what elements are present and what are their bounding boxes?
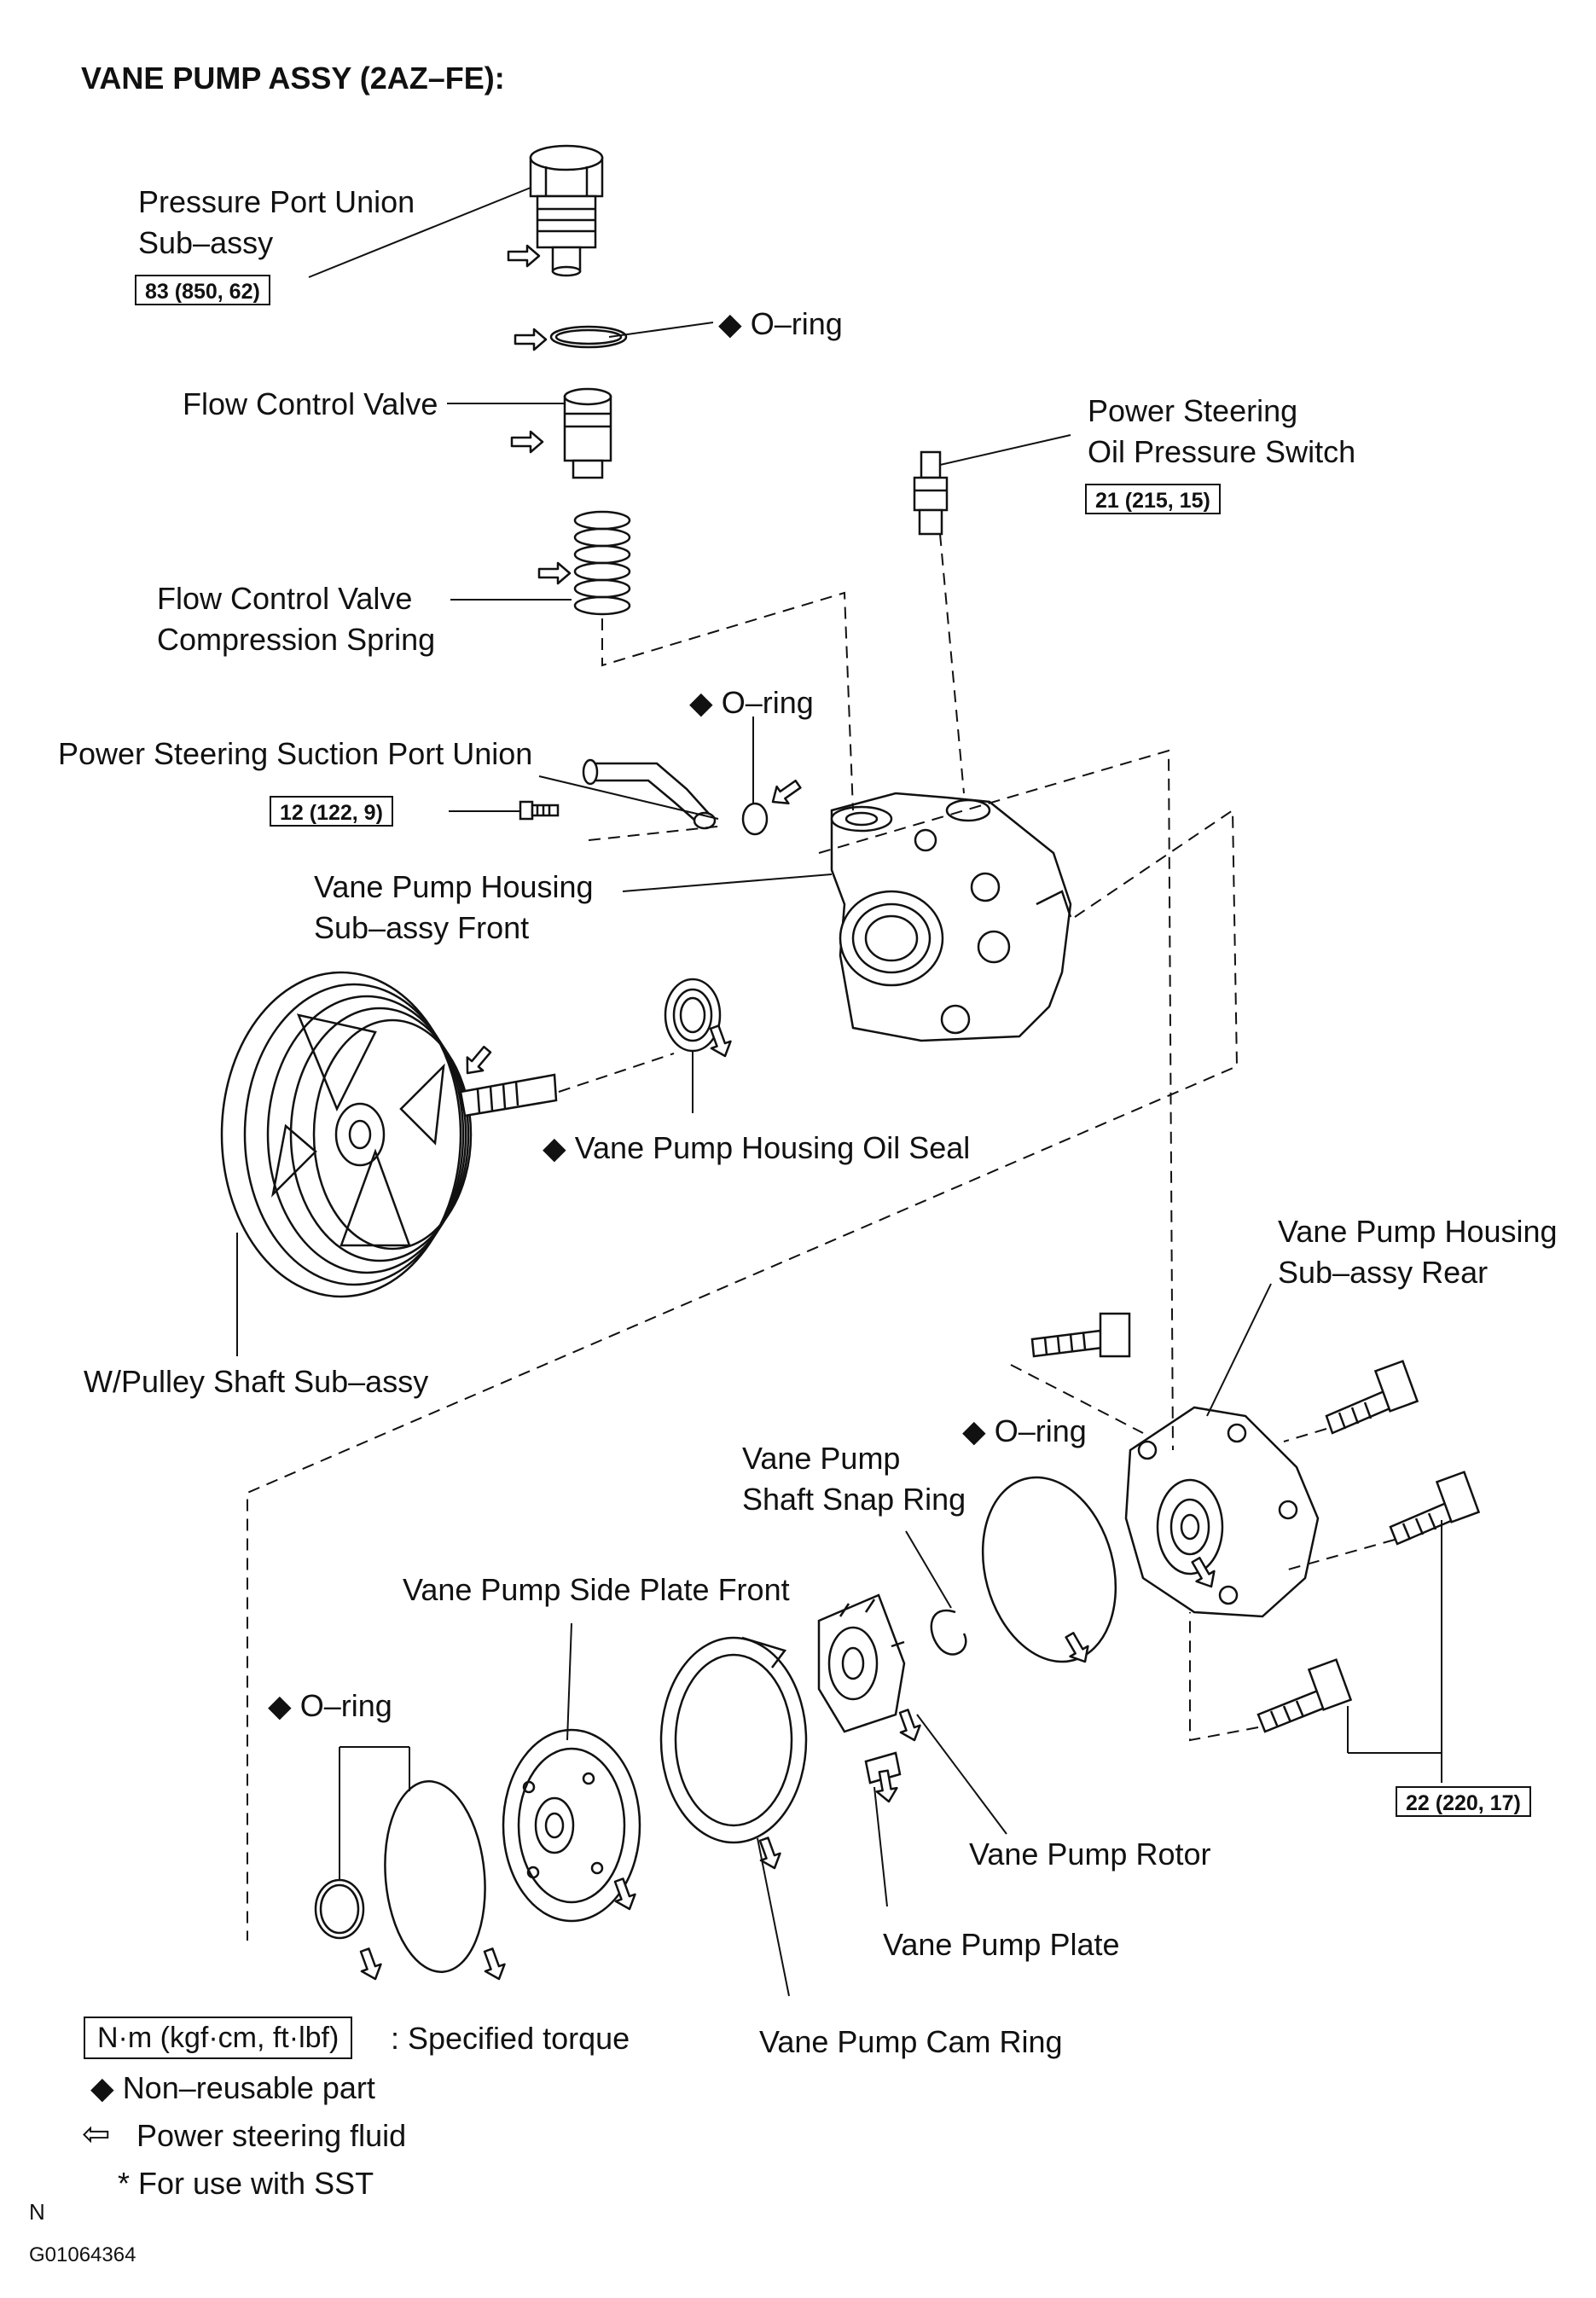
cam-ring-part: [659, 1636, 808, 1844]
label-housing-rear-line1: Vane Pump Housing: [1278, 1214, 1558, 1249]
snap-ring-part: [930, 1609, 967, 1656]
label-pressure-port-union-line2: Sub–assy: [138, 225, 274, 260]
o-ring-top-part: [549, 325, 628, 349]
bolt-2-part: [1325, 1360, 1419, 1435]
torque-box-oil-pressure-switch: 21 (215, 15): [1085, 484, 1221, 514]
footer-mark: N: [29, 2199, 45, 2225]
label-oil-seal: ◆ Vane Pump Housing Oil Seal: [543, 1130, 971, 1165]
side-plate-part: [502, 1728, 641, 1923]
label-cam-ring: Vane Pump Cam Ring: [759, 2024, 1063, 2059]
label-o-ring-left: ◆ O–ring: [268, 1688, 392, 1723]
torque-box-rear-bolts: 22 (220, 17): [1396, 1786, 1531, 1817]
label-rotor: Vane Pump Rotor: [969, 1837, 1211, 1871]
label-oil-pressure-switch-line2: Oil Pressure Switch: [1088, 434, 1356, 469]
label-pressure-port-union-line1: Pressure Port Union: [138, 184, 415, 219]
label-oil-pressure-switch-line1: Power Steering: [1088, 393, 1298, 428]
label-o-ring-suction: ◆ O–ring: [689, 685, 814, 720]
housing-rear-part: [1124, 1406, 1320, 1618]
label-flow-control-valve: Flow Control Valve: [183, 386, 438, 421]
housing-front-part: [830, 792, 1072, 1042]
legend-fluid-text: Power steering fluid: [136, 2118, 407, 2153]
o-ring-rear-part: [981, 1476, 1117, 1663]
label-side-plate: Vane Pump Side Plate Front: [403, 1572, 790, 1607]
legend-torque-text: : Specified torque: [391, 2021, 630, 2056]
legend-fluid-arrow-icon: ⇦: [82, 2115, 111, 2153]
rotor-part: [817, 1593, 906, 1733]
label-housing-front-line2: Sub–assy Front: [314, 910, 530, 945]
legend-torque-unit-box: N·m (kgf·cm, ft·lbf): [84, 2017, 353, 2059]
pulley-shaft-part: [459, 1073, 558, 1117]
legend-non-reusable: ◆ Non–reusable part: [90, 2070, 375, 2105]
legend-sst: * For use with SST: [118, 2166, 374, 2201]
torque-box-suction-port: 12 (122, 9): [270, 796, 393, 827]
bolt-4-part: [1256, 1658, 1353, 1733]
pump-plate-part: [864, 1751, 902, 1784]
oil-pressure-switch-part: [913, 450, 949, 536]
oil-seal-part: [664, 978, 722, 1053]
pressure-port-union-part: [529, 144, 604, 277]
label-suction-port-union: Power Steering Suction Port Union: [58, 736, 533, 771]
label-flow-spring-line1: Flow Control Valve: [157, 581, 413, 616]
label-flow-spring-line2: Compression Spring: [157, 622, 436, 657]
label-o-ring-top: ◆ O–ring: [718, 306, 843, 341]
suction-port-union-part: [582, 758, 717, 830]
label-housing-front-line1: Vane Pump Housing: [314, 869, 594, 904]
label-snap-ring-line2: Shaft Snap Ring: [742, 1482, 966, 1517]
label-housing-rear-line2: Sub–assy Rear: [1278, 1255, 1489, 1290]
label-snap-ring-line1: Vane Pump: [742, 1441, 901, 1476]
label-pulley-shaft: W/Pulley Shaft Sub–assy: [84, 1364, 429, 1399]
flow-control-valve-part: [563, 387, 612, 479]
label-o-ring-rear: ◆ O–ring: [962, 1413, 1087, 1448]
o-ring-small-part: [314, 1878, 365, 1940]
label-pump-plate: Vane Pump Plate: [883, 1927, 1120, 1962]
o-ring-large-part: [384, 1780, 486, 1973]
figure-code: G01064364: [29, 2243, 136, 2266]
suction-bolt-part: [519, 800, 560, 821]
page-title: VANE PUMP ASSY (2AZ–FE):: [81, 61, 505, 96]
flow-control-spring-part: [573, 510, 631, 616]
bolt-1-part: [1030, 1312, 1131, 1358]
pulley-part: [220, 971, 473, 1298]
torque-box-pressure-port: 83 (850, 62): [135, 275, 270, 305]
bolt-3-part: [1389, 1471, 1481, 1546]
o-ring-suction-part: [741, 802, 769, 836]
